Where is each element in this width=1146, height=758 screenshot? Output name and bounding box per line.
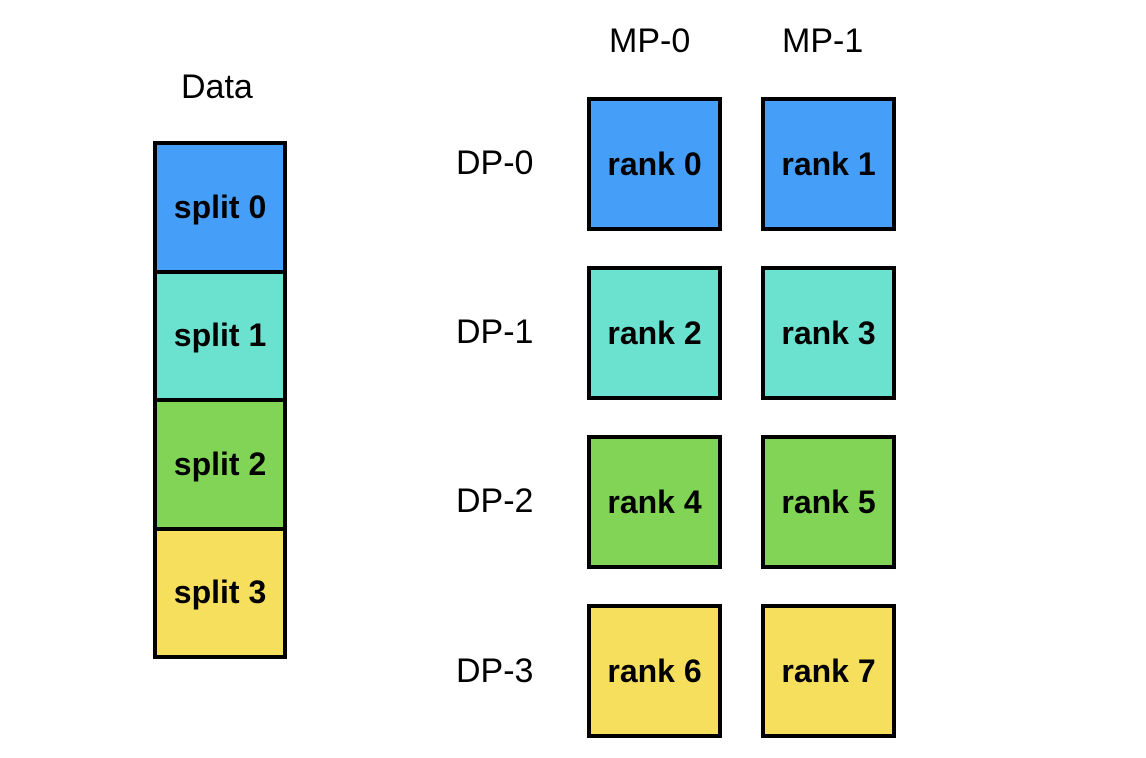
rank-0-box: rank 0 (587, 97, 722, 231)
rank-6-box: rank 6 (587, 604, 722, 738)
data-title: Data (181, 68, 253, 106)
rank-5-box: rank 5 (761, 435, 896, 569)
rank-7-box: rank 7 (761, 604, 896, 738)
data-split-stack: split 0 split 1 split 2 split 3 (153, 141, 287, 659)
split-3-block: split 3 (157, 526, 283, 655)
split-1-block: split 1 (157, 269, 283, 398)
rank-1-box: rank 1 (761, 97, 896, 231)
split-2-block: split 2 (157, 398, 283, 527)
column-label-mp-1: MP-1 (782, 22, 864, 60)
rank-4-box: rank 4 (587, 435, 722, 569)
row-label-dp-3: DP-3 (456, 652, 534, 690)
split-0-block: split 0 (157, 145, 283, 270)
rank-2-box: rank 2 (587, 266, 722, 400)
rank-3-box: rank 3 (761, 266, 896, 400)
column-label-mp-0: MP-0 (609, 22, 691, 60)
row-label-dp-1: DP-1 (456, 313, 534, 351)
row-label-dp-0: DP-0 (456, 144, 534, 182)
row-label-dp-2: DP-2 (456, 482, 534, 520)
